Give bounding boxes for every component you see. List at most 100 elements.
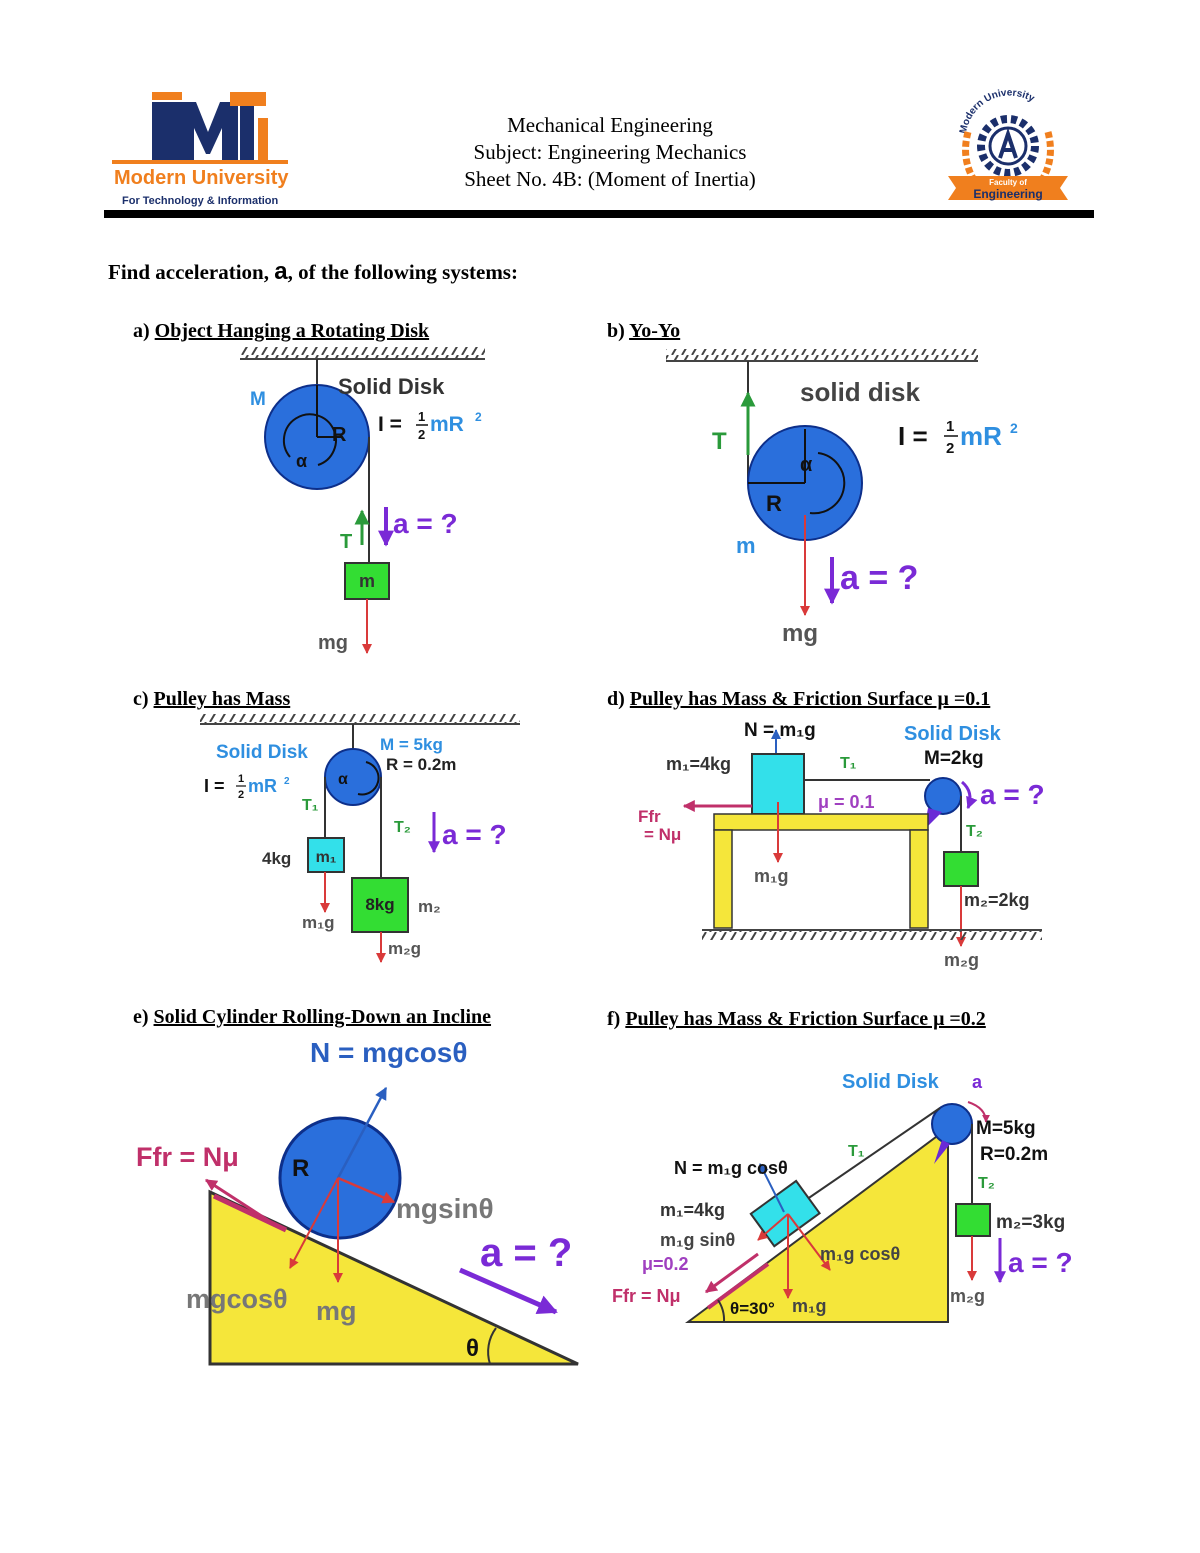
logo-ribbon-1: Faculty of xyxy=(989,178,1027,187)
svg-text:2: 2 xyxy=(1010,420,1018,436)
label-accel: a = ? xyxy=(480,1231,572,1275)
svg-text:m₁g: m₁g xyxy=(302,913,335,932)
label-accel: a = ? xyxy=(840,559,918,597)
diagram-b: α R T solid disk I = 1 2 mR 2 m mg a = ? xyxy=(666,349,1018,647)
svg-text:m₂g: m₂g xyxy=(944,950,979,970)
svg-text:1: 1 xyxy=(238,773,244,785)
label-T: T xyxy=(340,531,352,553)
svg-text:2: 2 xyxy=(946,440,954,457)
mass-m2 xyxy=(351,877,409,933)
mti-logo: Modern University For Technology & Infor… xyxy=(112,92,289,207)
logo-ribbon-2: Engineering xyxy=(973,187,1042,201)
label-disk: solid disk xyxy=(800,377,920,407)
svg-text:N = m₁g cosθ: N = m₁g cosθ xyxy=(674,1158,788,1178)
svg-text:T₁: T₁ xyxy=(302,797,319,814)
svg-text:2: 2 xyxy=(284,776,290,787)
question-text: Find acceleration, a, of the following s… xyxy=(108,258,518,285)
pulley xyxy=(924,777,962,815)
svg-text:mgcosθ: mgcosθ xyxy=(186,1284,288,1314)
label-accel: a = ? xyxy=(393,508,458,539)
svg-text:Solid Disk: Solid Disk xyxy=(216,742,308,763)
label-accel: a = ? xyxy=(442,819,507,850)
svg-text:T₂: T₂ xyxy=(978,1175,995,1192)
svg-text:M = 5kg: M = 5kg xyxy=(380,735,443,754)
svg-text:a: a xyxy=(972,1072,983,1092)
svg-text:mg: mg xyxy=(316,1296,357,1326)
svg-text:θ: θ xyxy=(466,1335,479,1362)
svg-text:T₂: T₂ xyxy=(394,819,411,836)
header-rule xyxy=(104,210,1094,218)
svg-text:1: 1 xyxy=(946,418,954,435)
svg-text:μ=0.2: μ=0.2 xyxy=(642,1254,689,1274)
svg-text:m₁: m₁ xyxy=(316,849,337,866)
svg-text:I =: I = xyxy=(378,413,402,436)
problem-e-title: e) Solid Cylinder Rolling-Down an Inclin… xyxy=(133,1006,492,1028)
svg-text:I =: I = xyxy=(204,776,225,796)
diagram-d: N = m₁g Solid Disk M=2kg m₁=4kg T₁ a = ?… xyxy=(638,720,1045,970)
svg-text:mR: mR xyxy=(248,776,277,796)
label-alpha: α xyxy=(296,451,307,471)
diagram-f: Solid Disk a M=5kg R=0.2m T₁ T₂ m₂=3kg m… xyxy=(612,1071,1073,1323)
header-sheet: Sheet No. 4B: (Moment of Inertia) xyxy=(464,167,756,191)
svg-text:4kg: 4kg xyxy=(262,849,291,868)
svg-text:R: R xyxy=(766,491,782,516)
svg-text:m₁g sinθ: m₁g sinθ xyxy=(660,1230,735,1250)
svg-text:θ=30°: θ=30° xyxy=(730,1299,775,1318)
svg-text:m₁=4kg: m₁=4kg xyxy=(666,754,731,774)
svg-text:α: α xyxy=(338,771,348,788)
svg-text:Solid Disk: Solid Disk xyxy=(842,1071,940,1093)
header-subject: Subject: Engineering Mechanics xyxy=(473,140,747,164)
svg-text:m₁g: m₁g xyxy=(754,866,788,886)
svg-text:mgsinθ: mgsinθ xyxy=(396,1193,494,1224)
logo-tagline: For Technology & Information xyxy=(122,195,279,207)
svg-text:m₁g: m₁g xyxy=(792,1296,826,1316)
label-mg: mg xyxy=(318,632,348,654)
logo-name: Modern University xyxy=(114,167,289,189)
svg-text:m₂g: m₂g xyxy=(950,1286,985,1306)
faculty-logo: Modern University Faculty of Engineering xyxy=(948,88,1068,201)
svg-text:M=2kg: M=2kg xyxy=(924,748,984,769)
svg-text:N = mgcosθ: N = mgcosθ xyxy=(310,1037,468,1068)
problem-f-title: f) Pulley has Mass & Friction Surface μ … xyxy=(607,1008,986,1030)
label-disk: Solid Disk xyxy=(338,374,445,399)
svg-text:= Nμ: = Nμ xyxy=(644,825,681,844)
document-header: Mechanical Engineering Subject: Engineer… xyxy=(340,112,880,193)
hanging-mass xyxy=(344,562,390,600)
svg-text:N = m₁g: N = m₁g xyxy=(744,720,816,741)
svg-text:m₁=4kg: m₁=4kg xyxy=(660,1200,725,1220)
label-M: M xyxy=(250,389,266,410)
diagram-c: α Solid Disk I = 1 2 mR 2 M = 5kg R = 0.… xyxy=(200,714,520,963)
problem-a-title: a) Object Hanging a Rotating Disk xyxy=(133,320,430,342)
svg-text:Ffr: Ffr xyxy=(638,807,661,826)
svg-text:m: m xyxy=(359,571,375,591)
mass-m2 xyxy=(943,851,979,887)
svg-text:T₁: T₁ xyxy=(840,755,857,772)
svg-text:I =: I = xyxy=(898,421,928,451)
label-R: R xyxy=(332,424,347,446)
header-program: Mechanical Engineering xyxy=(507,113,713,137)
logo-arc-text: Modern University xyxy=(958,88,1036,135)
svg-text:mR: mR xyxy=(960,421,1002,451)
svg-text:8kg: 8kg xyxy=(365,895,394,914)
svg-text:R=0.2m: R=0.2m xyxy=(980,1144,1048,1165)
svg-text:T₁: T₁ xyxy=(848,1143,865,1160)
label-accel: a = ? xyxy=(1008,1247,1073,1278)
svg-text:T: T xyxy=(712,428,727,455)
svg-text:R = 0.2m: R = 0.2m xyxy=(386,755,456,774)
svg-text:m₂: m₂ xyxy=(418,897,441,916)
svg-text:R: R xyxy=(292,1155,309,1182)
incline xyxy=(208,1189,579,1366)
svg-text:m₂=2kg: m₂=2kg xyxy=(964,890,1030,910)
svg-text:μ = 0.1: μ = 0.1 xyxy=(818,792,875,812)
diagram-a: R α M Solid Disk I = 1 2 mR 2 T a = ? m … xyxy=(240,347,485,654)
mass-m2 xyxy=(955,1203,991,1237)
svg-text:mR: mR xyxy=(430,413,464,436)
problem-c-title: c) Pulley has Mass xyxy=(133,688,291,710)
svg-text:Solid Disk: Solid Disk xyxy=(904,723,1002,745)
svg-text:m₁g cosθ: m₁g cosθ xyxy=(820,1244,900,1264)
svg-text:m: m xyxy=(736,533,756,558)
svg-text:2: 2 xyxy=(418,427,425,442)
svg-text:m₂=3kg: m₂=3kg xyxy=(996,1212,1065,1233)
svg-text:2: 2 xyxy=(238,789,244,801)
svg-text:2: 2 xyxy=(475,410,482,424)
